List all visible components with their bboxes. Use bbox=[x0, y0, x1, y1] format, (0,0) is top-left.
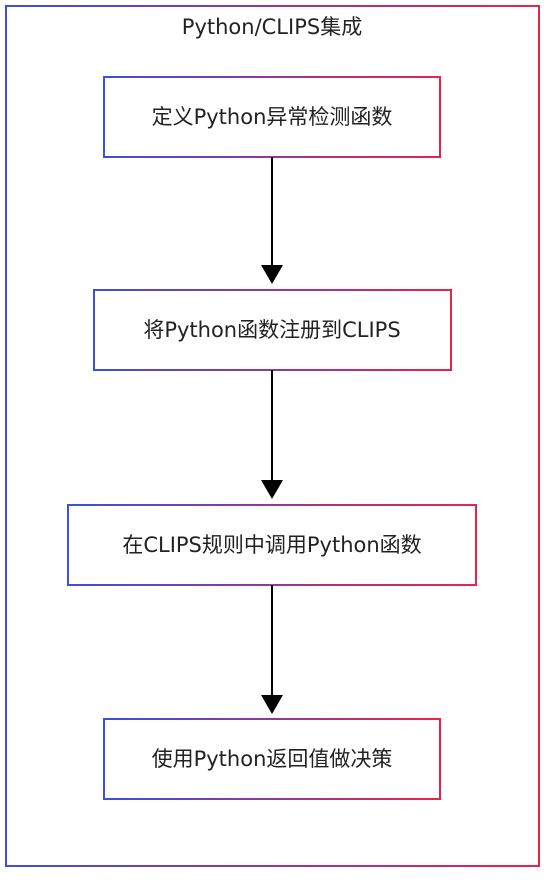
step-label-4: 使用Python返回值做决策 bbox=[152, 747, 393, 771]
step-node-2: 将Python函数注册到CLIPS bbox=[93, 289, 452, 371]
step-node-1: 定义Python异常检测函数 bbox=[103, 76, 441, 158]
step-label-2: 将Python函数注册到CLIPS bbox=[143, 318, 400, 342]
arrow-3 bbox=[261, 585, 283, 714]
arrow-2 bbox=[261, 370, 283, 499]
arrow-1 bbox=[261, 157, 283, 284]
step-node-4: 使用Python返回值做决策 bbox=[103, 718, 441, 800]
step-label-1: 定义Python异常检测函数 bbox=[152, 105, 393, 129]
step-node-3: 在CLIPS规则中调用Python函数 bbox=[67, 504, 477, 586]
step-label-3: 在CLIPS规则中调用Python函数 bbox=[122, 533, 421, 557]
diagram-title: Python/CLIPS集成 bbox=[182, 15, 362, 39]
